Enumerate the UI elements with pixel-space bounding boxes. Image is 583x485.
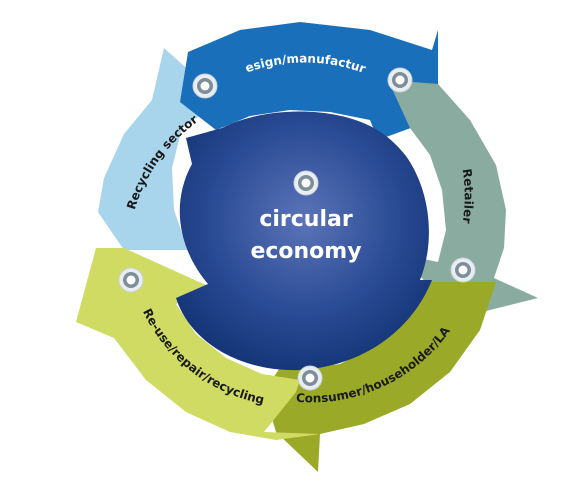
segment-consumer-householder [264,282,496,472]
target-icon [450,257,476,283]
segment-label-retailer-text: Retailer [460,168,476,224]
segment-reuse-repair-recycling [76,248,320,440]
target-icon [192,73,218,99]
center-disc [176,111,432,371]
target-icon [297,365,323,391]
target-icon [387,67,413,93]
target-icon [293,170,319,196]
segment-design-manufacture [180,22,438,140]
segment-retailer [388,80,538,318]
target-icon [118,267,144,293]
center-title-line2: economy [250,239,361,264]
segment-label-retailer: Retailer [460,168,476,224]
center-title-line1: circular [259,207,353,232]
